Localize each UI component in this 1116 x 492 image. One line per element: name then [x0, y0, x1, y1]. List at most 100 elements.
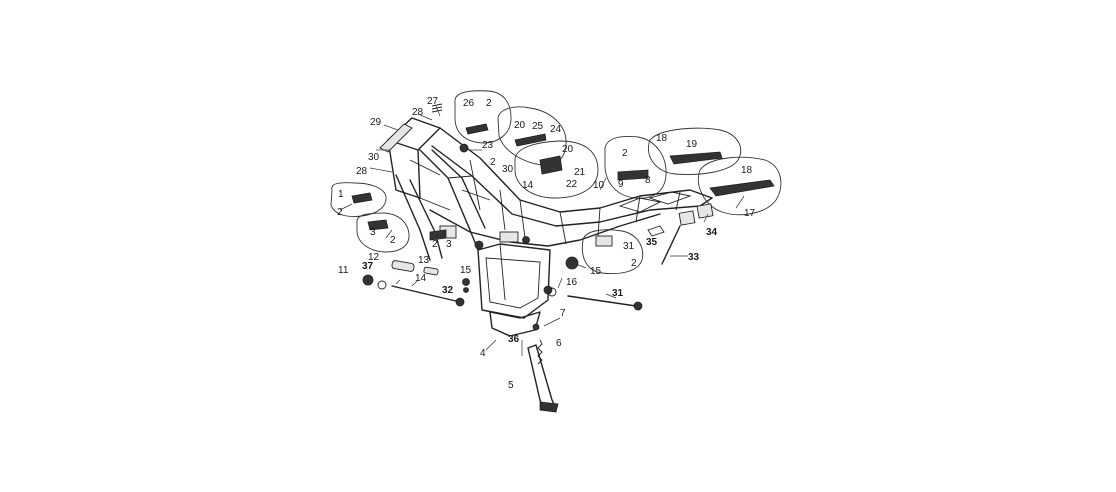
callout-label: 7: [560, 308, 566, 319]
plate-part-30: [379, 123, 413, 153]
callout-label: 36: [508, 334, 520, 345]
bracket-part-3: [367, 219, 389, 231]
callout-label: 16: [566, 277, 578, 288]
callout-label: 37: [362, 261, 374, 272]
callout-label: 2: [432, 239, 438, 250]
callout-label: 30: [368, 152, 380, 163]
frame-bolt-c: [543, 285, 553, 295]
bubble-right-9: [604, 136, 667, 199]
callout-label: 20: [562, 144, 574, 155]
callout-label: 18: [741, 165, 753, 176]
callout-label: 15: [460, 265, 472, 276]
spring-part-6: [537, 339, 543, 365]
clip-part-35: [647, 225, 665, 237]
bolt-2-a: [339, 203, 353, 211]
callout-label: 15: [590, 266, 602, 277]
nut-part-23: [459, 143, 469, 153]
callout-label: 2: [631, 258, 637, 269]
callout-label: 2: [490, 157, 496, 168]
callout-label: 8: [645, 175, 651, 186]
clip-part-26: [465, 123, 489, 135]
nut-part-15a: [462, 278, 470, 286]
callout-label: 2: [390, 235, 396, 246]
bubble-right-19: [648, 127, 742, 175]
rear-subframe-detail: [618, 191, 692, 213]
callout-label: 24: [550, 124, 562, 135]
rod-part-33: [661, 225, 681, 265]
top-tube-lower: [431, 145, 713, 227]
pin-part-4: [485, 339, 497, 351]
bracket-part-17: [709, 179, 775, 197]
callout-label: 13: [418, 255, 430, 266]
callout-label: 35: [646, 237, 658, 248]
callout-label: 26: [463, 98, 475, 109]
nut-part-15b: [565, 256, 579, 270]
bubble-middle-22: [514, 140, 599, 199]
bracket-part-22: [539, 155, 563, 175]
washer-part-37: [377, 280, 387, 290]
lower-rail: [429, 209, 661, 247]
callout-label: 17: [744, 208, 756, 219]
callout-label: 18: [656, 133, 668, 144]
callout-label: 27: [427, 96, 439, 107]
callout-label: 12: [368, 252, 380, 263]
side-stand-part-5: [527, 344, 557, 411]
long-bolt-part-14: [391, 285, 461, 303]
bracket-part-3b: [429, 229, 447, 241]
washer-part-16: [547, 287, 557, 297]
callout-label: 14: [522, 180, 534, 191]
callout-label: 2: [622, 148, 628, 159]
callout-label: 28: [412, 107, 424, 118]
callout-label: 31: [612, 288, 624, 299]
bracket-part-1: [351, 192, 373, 204]
bracket-part-19: [669, 151, 723, 165]
long-bolt-head-31: [633, 301, 643, 311]
bubble-top-25: [497, 106, 567, 166]
main-frame: [387, 117, 713, 337]
small-parts: [339, 103, 775, 413]
cross-bracing: [409, 159, 681, 245]
bolt-part-32: [463, 287, 469, 293]
callout-label: 1: [338, 189, 344, 200]
callout-label: 20: [514, 120, 526, 131]
bubble-left-bracket: [330, 182, 387, 217]
callout-label: 32: [442, 285, 454, 296]
bubble-right-31: [581, 229, 644, 274]
callout-label: 21: [574, 167, 586, 178]
spacer-part-13: [423, 266, 439, 276]
callout-label: 2: [486, 98, 492, 109]
callout-label: 6: [556, 338, 562, 349]
callout-label: 11: [338, 265, 349, 276]
callout-label: 29: [370, 117, 382, 128]
long-bolt-head-14: [455, 297, 465, 307]
leader-lines: [369, 105, 745, 327]
bracket-part-25: [514, 133, 547, 147]
spacer-part-12: [391, 260, 415, 272]
mount-block-c: [595, 235, 613, 247]
callout-label: 14: [415, 273, 427, 284]
callout-label: 31: [623, 241, 635, 252]
pad-part-34b: [696, 203, 714, 219]
callout-label: 3: [370, 227, 376, 238]
callout-label: 28: [356, 166, 368, 177]
callout-label: 34: [706, 227, 718, 238]
group-bubbles: [330, 90, 782, 274]
steering-head-side: [387, 139, 421, 199]
callout-label: 4: [480, 348, 486, 359]
nut-part-7: [532, 323, 540, 331]
bubble-top-26: [454, 90, 512, 144]
nut-part-11: [362, 274, 374, 286]
long-bolt-part-31: [567, 295, 637, 307]
frame-bolt-b: [522, 236, 530, 244]
top-tube-upper: [439, 127, 713, 213]
front-downtube-right: [419, 149, 486, 251]
engine-mount-plate-inner: [485, 243, 541, 309]
callout-labels: 1 2 3 2 2 3 11 37 12 13 14 15 32 29 30 2…: [337, 96, 756, 391]
callout-label: 25: [532, 121, 544, 132]
bolt-2-b: [385, 229, 393, 239]
callout-label: 22: [566, 179, 578, 190]
mount-block-b: [499, 231, 519, 243]
callout-label: 33: [688, 252, 700, 263]
callout-label: 5: [508, 380, 514, 391]
